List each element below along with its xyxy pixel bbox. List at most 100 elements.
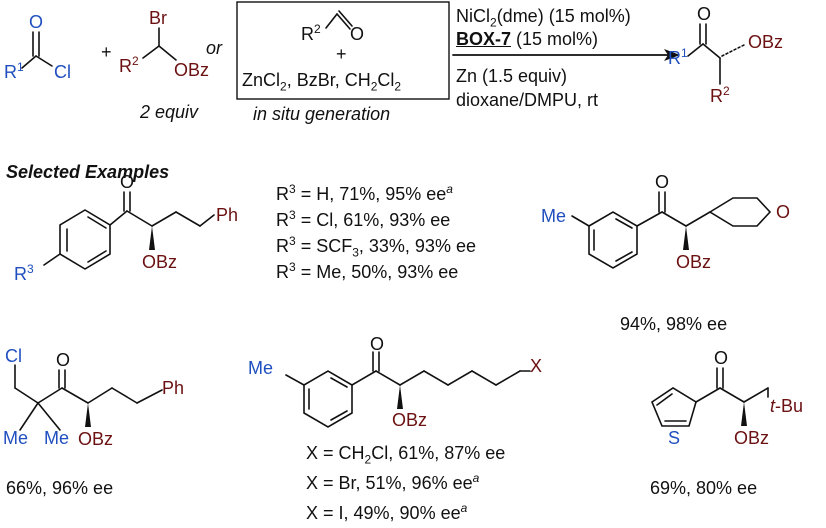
- condition-catalyst: NiCl2(dme) (15 mol%): [456, 6, 631, 29]
- product-obz: OBz: [748, 32, 784, 52]
- ex3-methyl-2: Me: [44, 428, 70, 448]
- bromide-obz: OBz: [174, 60, 210, 80]
- ex1-row-3-sub: 3: [352, 245, 359, 260]
- ex1-phenyl: Ph: [216, 205, 239, 225]
- box-r2-sup: 2: [314, 22, 321, 36]
- condition-solvent: dioxane/DMPU, rt: [456, 90, 599, 110]
- bromide-r2: R2: [119, 54, 139, 76]
- or-label: or: [206, 38, 223, 58]
- equiv-label: 2 equiv: [140, 102, 199, 122]
- aldehyde-bonds: [325, 10, 353, 30]
- bromide-r2-text: R: [119, 56, 132, 76]
- ex3-oxygen: O: [56, 350, 71, 370]
- ex1-row-3: R3 = SCF3, 33%, 93% ee: [276, 234, 476, 259]
- ex3-chlorine: Cl: [5, 346, 22, 366]
- catalyst-text: NiCl: [456, 6, 490, 26]
- ex3-phenyl: Ph: [162, 378, 185, 398]
- bromide-r2-sup: 2: [132, 54, 139, 68]
- ex1-row-4: R3 = Me, 50%, 93% ee: [276, 260, 459, 282]
- ex5-obz: OBz: [734, 428, 770, 448]
- ex1-row-1-r: R: [276, 184, 289, 204]
- ex4-oxygen: O: [370, 334, 385, 354]
- ex1-row-2-r: R: [276, 210, 289, 230]
- ex3-yield: 66%, 96% ee: [6, 478, 114, 498]
- box-r2: R2: [301, 22, 321, 44]
- condition-reductant: Zn (1.5 equiv): [456, 66, 568, 86]
- ex4-row-1: X = CH2Cl, 61%, 87% ee: [306, 443, 506, 466]
- ex1-r3: R3: [14, 262, 34, 284]
- product-oxygen: O: [697, 4, 712, 24]
- box-zncl-sub: 2: [280, 79, 287, 94]
- product-r2-text: R: [710, 86, 723, 106]
- ex2-yield: 94%, 98% ee: [620, 314, 728, 334]
- ex4-row-2: X = Br, 51%, 96% eea: [306, 472, 479, 493]
- ex4-row-1-b: Cl, 61%, 87% ee: [371, 443, 506, 463]
- ex1-row-4-text: = Me, 50%, 93% ee: [295, 262, 459, 282]
- ex1-oxygen: O: [120, 172, 135, 192]
- product-r1: R1: [668, 47, 688, 68]
- box-zncl: ZnCl: [242, 70, 281, 90]
- ex2-methyl: Me: [541, 206, 567, 226]
- plus-sign: +: [101, 42, 112, 62]
- product-r2: R2: [710, 84, 730, 106]
- catalyst-rest: (dme) (15 mol%): [496, 6, 631, 26]
- product-bonds: [687, 23, 747, 85]
- ex1-row-1-text: = H, 71%, 95% ee: [295, 184, 447, 204]
- example-5-bonds: [651, 367, 769, 427]
- ex1-row-1: R3 = H, 71%, 95% eea: [276, 182, 453, 204]
- ex1-row-2-text: = Cl, 61%, 93% ee: [295, 210, 451, 230]
- bromine-label: Br: [149, 8, 167, 28]
- product-r1-text: R: [668, 48, 681, 68]
- box-cl-sub: 2: [394, 79, 402, 94]
- ex5-tbu-rest: -Bu: [775, 396, 804, 416]
- box-bzbr: , BzBr, CH: [286, 70, 371, 90]
- acyl-oxygen: O: [29, 12, 44, 32]
- ex1-row-2: R3 = Cl, 61%, 93% ee: [276, 208, 451, 230]
- ex1-row-1-sup: 3: [289, 182, 296, 196]
- box-plus: +: [336, 44, 347, 64]
- product-r2-sup: 2: [723, 84, 730, 98]
- acyl-r1-sup: 1: [17, 60, 24, 74]
- ex4-row-1-sub: 2: [364, 452, 372, 467]
- ligand-name: BOX-7: [456, 29, 512, 49]
- bromide-bonds: [142, 27, 177, 61]
- ex1-row-3-r: R: [276, 236, 289, 256]
- ex4-obz: OBz: [392, 410, 428, 430]
- box-ch-sub: 2: [370, 79, 378, 94]
- ex1-row-4-sup: 3: [289, 260, 296, 274]
- ex4-methyl: Me: [248, 358, 274, 378]
- ex1-row-3-text: = SCF: [295, 236, 353, 256]
- ex5-tbu: t-Bu: [770, 396, 803, 416]
- ex5-sulfur: S: [668, 428, 681, 448]
- ex4-row-1-a: X = CH: [306, 443, 365, 463]
- in-situ-box: [236, 1, 450, 100]
- box-oxygen: O: [350, 24, 365, 44]
- ex5-oxygen: O: [714, 348, 729, 368]
- example-1-bonds: [43, 191, 215, 270]
- section-title: Selected Examples: [6, 162, 170, 182]
- ex1-row-3-sup: 3: [289, 234, 296, 248]
- ex4-row-2-a: X = Br, 51%, 96% ee: [306, 473, 473, 493]
- example-4-bonds: [285, 351, 531, 428]
- ex1-obz: OBz: [142, 252, 178, 272]
- reaction-arrow: [452, 49, 680, 61]
- box-r2-text: R: [301, 24, 314, 44]
- ex1-row-3-rest: , 33%, 93% ee: [358, 236, 476, 256]
- box-caption: in situ generation: [253, 104, 391, 124]
- ex1-r3-text: R: [14, 264, 27, 284]
- ex2-ring-oxygen: O: [776, 202, 791, 222]
- ex1-row-2-sup: 3: [289, 208, 296, 222]
- condition-ligand: BOX-7 (15 mol%): [456, 29, 598, 49]
- ex2-obz: OBz: [676, 252, 712, 272]
- ex5-yield: 69%, 80% ee: [650, 478, 758, 498]
- ex3-obz: OBz: [78, 429, 114, 449]
- catalyst-sub: 2: [490, 15, 497, 30]
- ex1-row-1-note: a: [446, 182, 453, 196]
- example-3-bonds: [14, 364, 163, 431]
- ex4-row-3: X = I, 49%, 90% eea: [306, 502, 467, 523]
- acyl-chloride-bonds: [21, 31, 53, 69]
- ligand-loading: (15 mol%): [511, 29, 599, 49]
- ex2-ketone-oxygen: O: [655, 172, 670, 192]
- ex1-r3-sup: 3: [27, 262, 34, 276]
